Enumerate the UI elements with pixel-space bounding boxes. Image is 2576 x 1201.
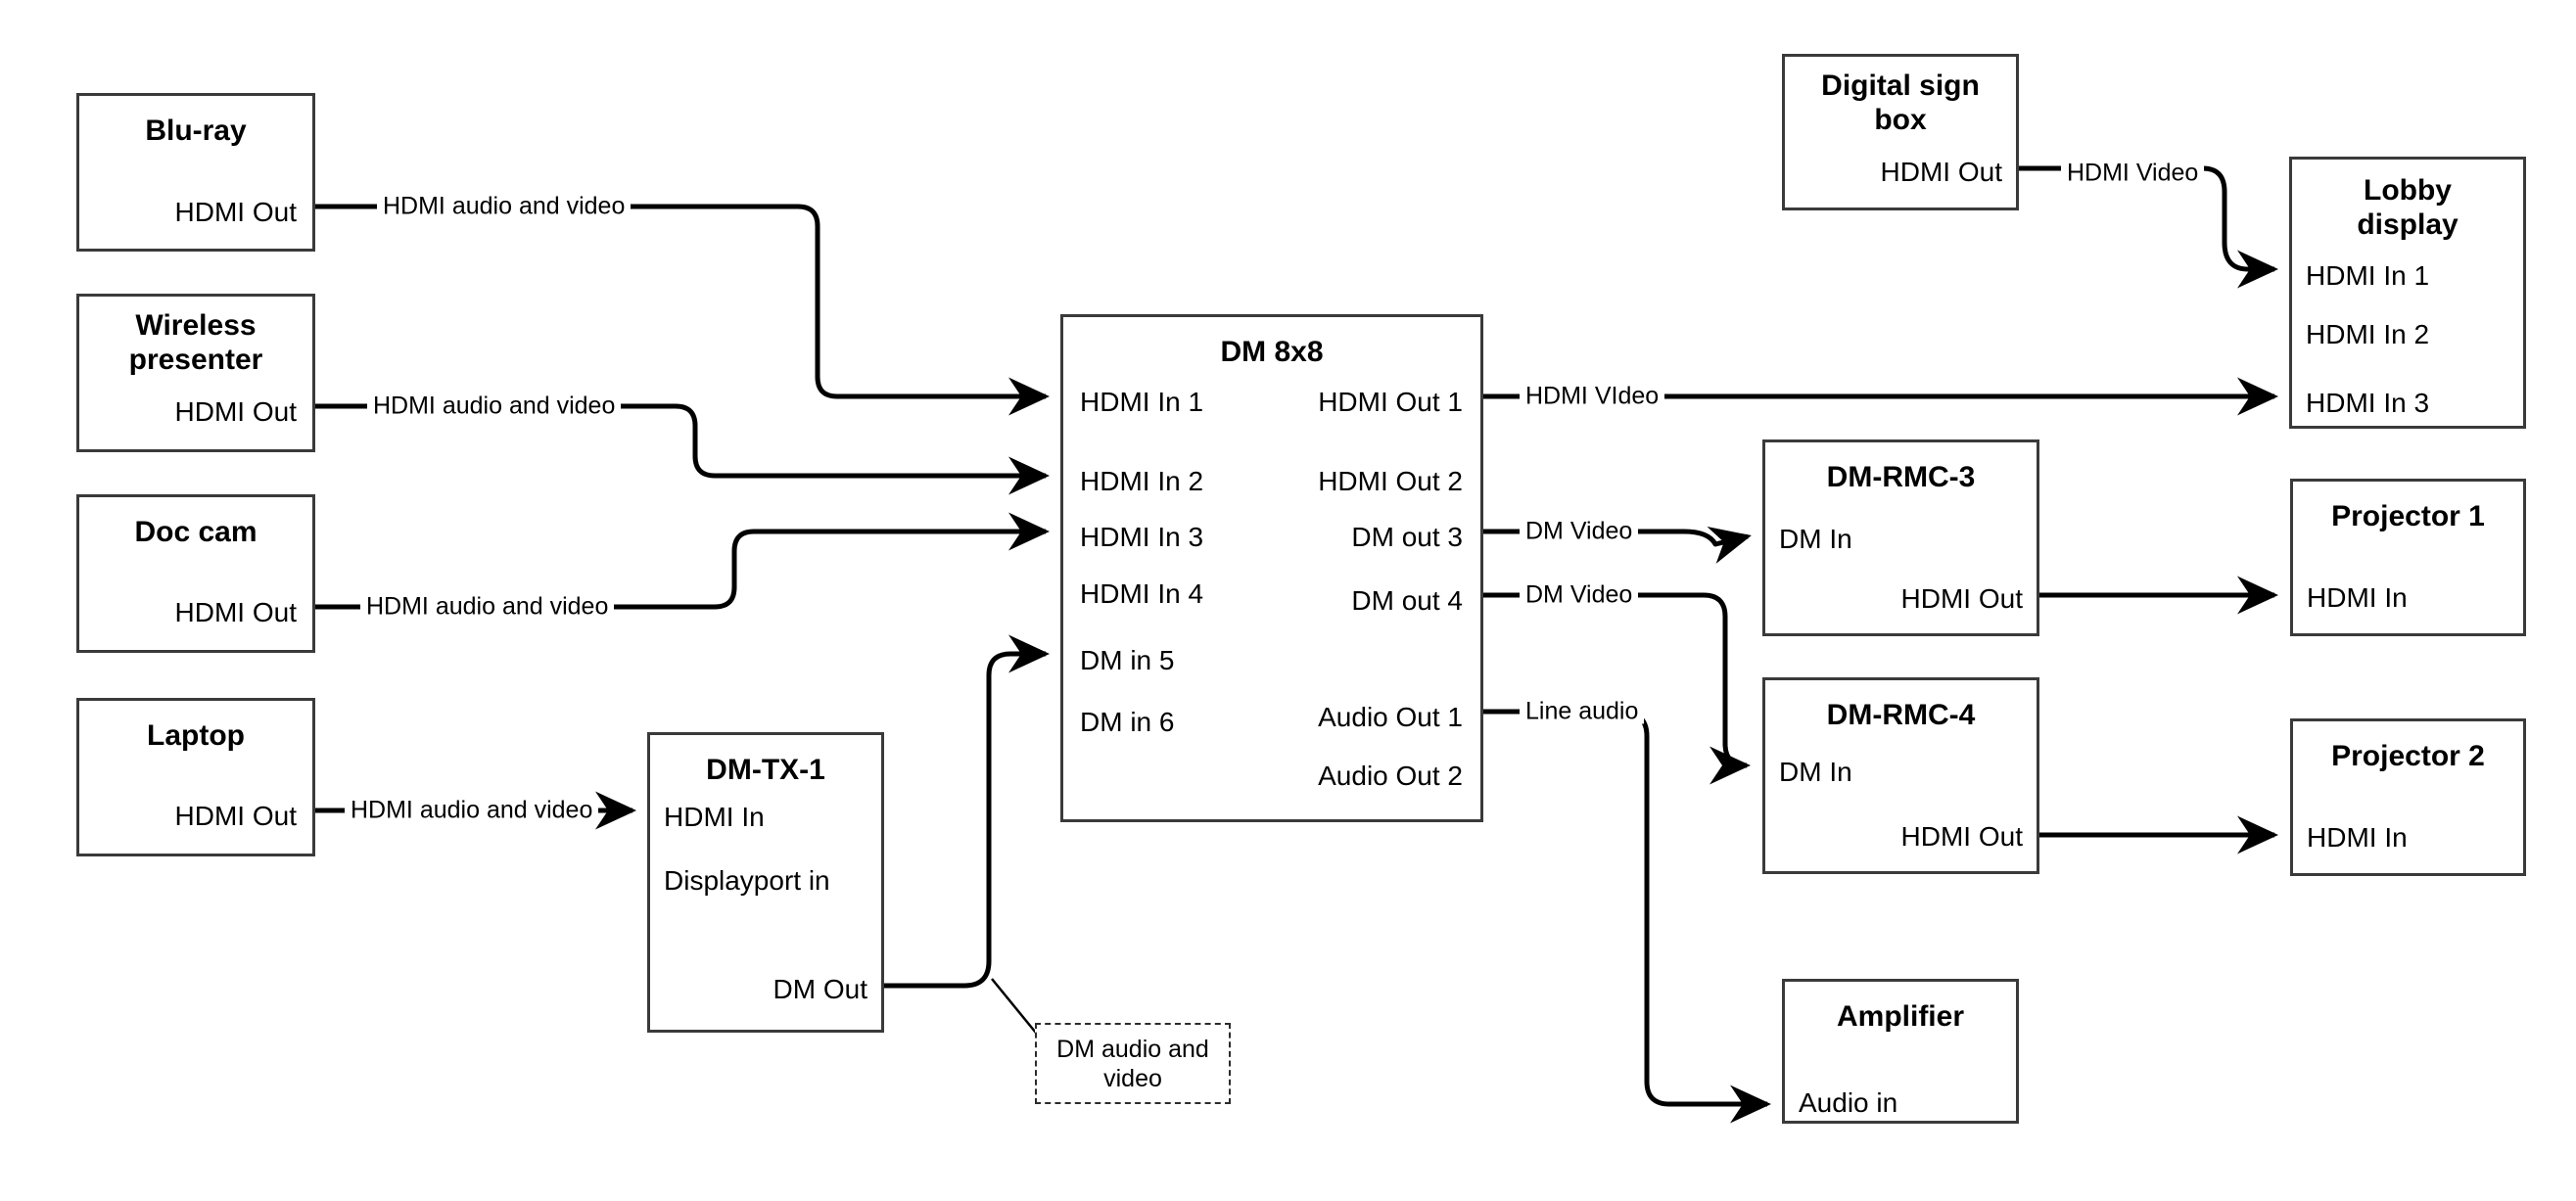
node-dm-tx-1-title: DM-TX-1 (706, 754, 825, 786)
wire-label-dmout4-to-rmc4: DM Video (1520, 582, 1639, 608)
node-projector-1-title: Projector 1 (2331, 500, 2485, 532)
wire-label-laptop-to-dmtx1: HDMI audio and video (345, 798, 599, 823)
wire-label-sign-to-lobby: HDMI Video (2061, 161, 2205, 186)
node-digital-sign-box[interactable]: Digital sign box HDMI Out (1782, 54, 2019, 210)
node-wireless-presenter-port-hdmi-out[interactable]: HDMI Out (174, 396, 297, 427)
wire-label-audioout1-to-amp: Line audio (1520, 699, 1645, 724)
node-bluray-title: Blu-ray (145, 115, 247, 147)
node-lobby-display-title-line2: display (2357, 208, 2459, 241)
node-dm-8x8-output-dm-out-4[interactable]: DM out 4 (1351, 585, 1463, 616)
node-lobby-display-port-hdmi-in-1[interactable]: HDMI In 1 (2306, 260, 2430, 291)
node-dm-8x8-output-hdmi-out-1[interactable]: HDMI Out 1 (1318, 387, 1463, 417)
node-wireless-presenter-title-line1: Wireless (135, 309, 257, 342)
node-dm-rmc-3-port-dm-in[interactable]: DM In (1779, 524, 1852, 554)
wire-label-hdmiout1-to-lobby: HDMI VIdeo (1520, 384, 1665, 409)
node-dm-8x8-input-hdmi-in-1[interactable]: HDMI In 1 (1080, 387, 1204, 417)
node-lobby-display-title-line1: Lobby (2364, 174, 2452, 207)
node-dm-8x8-input-dm-in-6[interactable]: DM in 6 (1080, 707, 1175, 737)
wire-dm-dm-out-4-to-rmc4-dm-in (1483, 592, 1751, 785)
node-wireless-presenter-title-line2: presenter (128, 344, 263, 376)
node-dm-8x8-input-hdmi-in-3[interactable]: HDMI In 3 (1080, 522, 1204, 552)
node-bluray[interactable]: Blu-ray HDMI Out (76, 93, 315, 252)
node-projector-2-title: Projector 2 (2331, 740, 2485, 772)
node-lobby-display-port-hdmi-in-3[interactable]: HDMI In 3 (2306, 388, 2430, 418)
node-dm-rmc-4[interactable]: DM-RMC-4 DM In HDMI Out (1762, 677, 2039, 874)
node-doc-cam[interactable]: Doc cam HDMI Out (76, 494, 315, 653)
node-digital-sign-box-title-line1: Digital sign (1821, 69, 1980, 102)
node-laptop-title: Laptop (147, 719, 245, 752)
node-dm-8x8-title: DM 8x8 (1220, 336, 1324, 368)
node-amplifier[interactable]: Amplifier Audio in (1782, 979, 2019, 1124)
node-projector-1[interactable]: Projector 1 HDMI In (2290, 479, 2526, 636)
node-lobby-display[interactable]: Lobby display HDMI In 1 HDMI In 2 HDMI I… (2289, 157, 2526, 429)
note-dm-audio-and-video: DM audio and video (1035, 1023, 1231, 1104)
wire-dmtx1-to-dm-in-5 (884, 634, 1051, 989)
node-bluray-port-hdmi-out[interactable]: HDMI Out (174, 197, 297, 227)
node-amplifier-port-audio-in[interactable]: Audio in (1799, 1087, 1898, 1118)
wire-label-doccam-to-in3: HDMI audio and video (360, 594, 615, 620)
node-dm-tx-1-port-displayport-in[interactable]: Displayport in (664, 865, 830, 896)
node-dm-rmc-4-title: DM-RMC-4 (1826, 699, 1976, 731)
wire-dm-audio-out-1-to-amplifier (1483, 709, 1772, 1124)
node-doc-cam-title: Doc cam (134, 516, 258, 548)
node-projector-2-port-hdmi-in[interactable]: HDMI In (2307, 822, 2408, 853)
node-dm-rmc-3[interactable]: DM-RMC-3 DM In HDMI Out (1762, 439, 2039, 636)
node-dm-8x8[interactable]: DM 8x8 HDMI In 1 HDMI In 2 HDMI In 3 HDM… (1060, 314, 1483, 822)
node-dm-rmc-4-port-hdmi-out[interactable]: HDMI Out (1900, 821, 2023, 852)
node-wireless-presenter[interactable]: Wireless presenter HDMI Out (76, 294, 315, 452)
node-dm-8x8-input-hdmi-in-4[interactable]: HDMI In 4 (1080, 578, 1204, 609)
node-projector-2[interactable]: Projector 2 HDMI In (2290, 718, 2526, 876)
node-projector-1-port-hdmi-in[interactable]: HDMI In (2307, 582, 2408, 613)
node-dm-tx-1[interactable]: DM-TX-1 HDMI In Displayport in DM Out (647, 732, 884, 1033)
node-lobby-display-port-hdmi-in-2[interactable]: HDMI In 2 (2306, 319, 2430, 349)
node-dm-tx-1-port-dm-out[interactable]: DM Out (773, 974, 867, 1004)
node-laptop[interactable]: Laptop HDMI Out (76, 698, 315, 856)
node-digital-sign-box-port-hdmi-out[interactable]: HDMI Out (1880, 157, 2002, 187)
wire-label-wireless-to-in2: HDMI audio and video (367, 393, 622, 419)
node-digital-sign-box-title-line2: box (1874, 104, 1927, 136)
node-doc-cam-port-hdmi-out[interactable]: HDMI Out (174, 597, 297, 627)
node-dm-8x8-output-audio-out-1[interactable]: Audio Out 1 (1318, 702, 1463, 732)
wire-bluray-to-dm-hdmi-in-1 (315, 204, 1051, 416)
wire-label-bluray-to-in1: HDMI audio and video (377, 194, 632, 219)
node-dm-rmc-3-port-hdmi-out[interactable]: HDMI Out (1900, 583, 2023, 614)
wire-label-dmout3-to-rmc3: DM Video (1520, 519, 1639, 544)
node-dm-8x8-output-dm-out-3[interactable]: DM out 3 (1351, 522, 1463, 552)
node-dm-8x8-output-audio-out-2[interactable]: Audio Out 2 (1318, 761, 1463, 791)
node-dm-rmc-4-port-dm-in[interactable]: DM In (1779, 757, 1852, 787)
node-dm-rmc-3-title: DM-RMC-3 (1826, 461, 1976, 493)
node-laptop-port-hdmi-out[interactable]: HDMI Out (174, 801, 297, 831)
node-dm-tx-1-port-hdmi-in[interactable]: HDMI In (664, 802, 765, 832)
node-dm-8x8-input-dm-in-5[interactable]: DM in 5 (1080, 645, 1175, 675)
node-dm-8x8-input-hdmi-in-2[interactable]: HDMI In 2 (1080, 466, 1204, 496)
node-amplifier-title: Amplifier (1836, 1000, 1965, 1033)
note-leader-line (991, 978, 1041, 1039)
node-dm-8x8-output-hdmi-out-2[interactable]: HDMI Out 2 (1318, 466, 1463, 496)
